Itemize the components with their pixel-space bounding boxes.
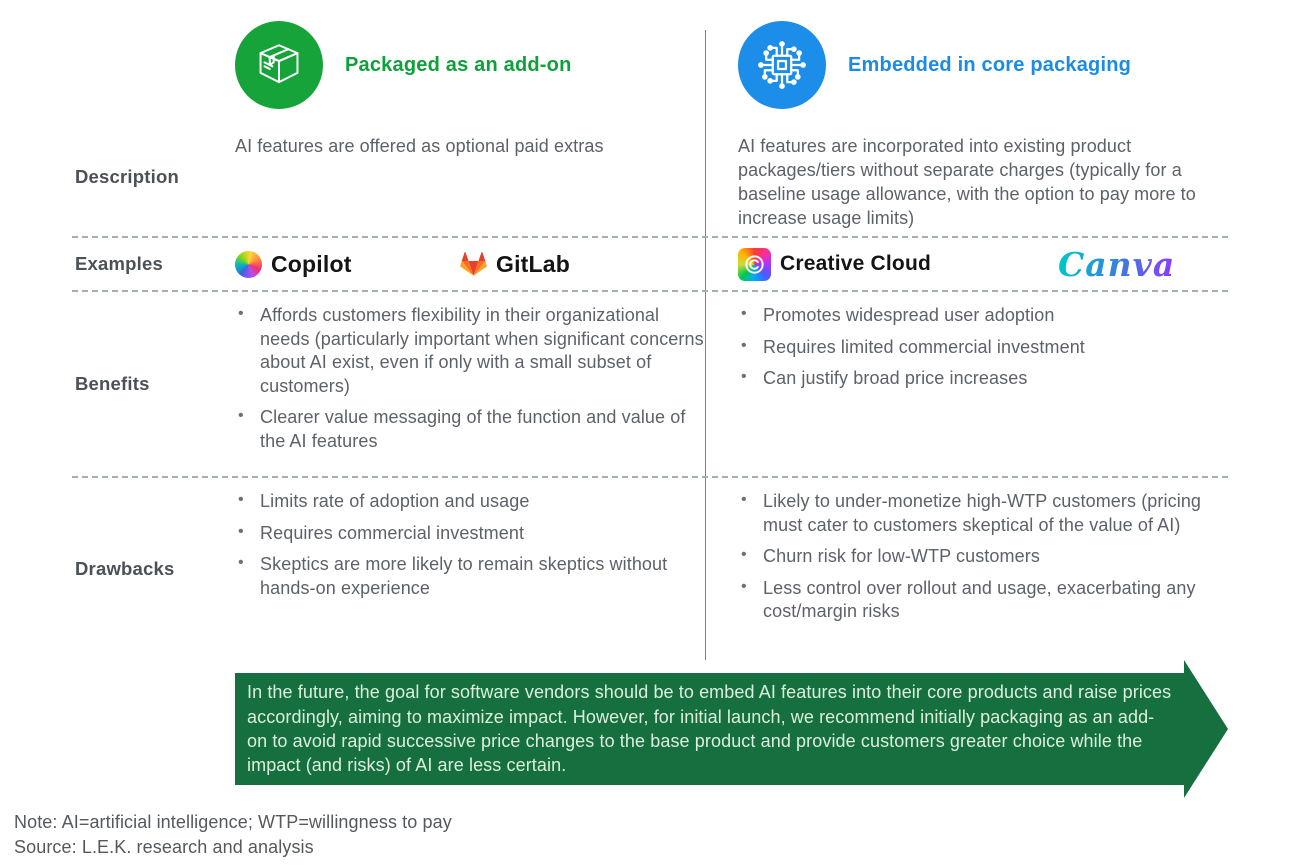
arrow-head [1184, 660, 1228, 798]
copilot-logo-icon [235, 250, 262, 278]
benefits-addon-list: Affords customers flexibility in their o… [235, 292, 705, 476]
comparison-table: Packaged as an add-on [72, 12, 1228, 660]
header-row: Packaged as an add-on [72, 12, 1228, 118]
row-label-benefits: Benefits [75, 373, 150, 394]
footnotes: Note: AI=artificial intelligence; WTP=wi… [14, 810, 452, 859]
note-line: Note: AI=artificial intelligence; WTP=wi… [14, 812, 452, 832]
bullet-item: Limits rate of adoption and usage [235, 490, 705, 514]
example-copilot: Copilot [235, 250, 460, 278]
bullet-item: Affords customers flexibility in their o… [235, 304, 705, 398]
chip-icon [738, 21, 826, 109]
row-label-drawbacks: Drawbacks [75, 558, 175, 579]
column-title-embedded: Embedded in core packaging [848, 53, 1132, 76]
creative-cloud-label: Creative Cloud [780, 252, 931, 275]
bullet-item: Skeptics are more likely to remain skept… [235, 553, 705, 600]
example-canva: Canva [1058, 245, 1175, 284]
bullet-item: Likely to under-monetize high-WTP custom… [738, 490, 1228, 537]
gitlab-label: GitLab [496, 250, 571, 277]
canva-wordmark: Canva [1058, 244, 1176, 284]
header-addon: Packaged as an add-on [235, 21, 705, 109]
source-line: Source: L.E.K. research and analysis [14, 836, 314, 857]
bullet-item: Requires limited commercial investment [738, 336, 1228, 360]
gitlab-logo-icon [460, 251, 487, 276]
arrow-body: In the future, the goal for software ven… [235, 673, 1185, 785]
benefits-row: Benefits Affords customers flexibility i… [72, 292, 1228, 478]
examples-embedded: Creative Cloud Canva [705, 238, 1228, 290]
bullet-item: Promotes widespread user adoption [738, 304, 1228, 328]
column-title-addon: Packaged as an add-on [345, 53, 572, 76]
bullet-item: Clearer value messaging of the function … [235, 406, 705, 453]
drawbacks-row: Drawbacks Limits rate of adoption and us… [72, 478, 1228, 660]
bullet-item: Can justify broad price increases [738, 367, 1228, 391]
row-label-examples: Examples [75, 253, 163, 274]
bullet-item: Requires commercial investment [235, 522, 705, 546]
recommendation-text: In the future, the goal for software ven… [247, 682, 1172, 776]
description-embedded: AI features are incorporated into existi… [738, 136, 1196, 228]
example-creative-cloud: Creative Cloud [738, 247, 1058, 281]
description-row: Description AI features are offered as o… [72, 118, 1228, 238]
column-divider [705, 30, 706, 660]
examples-addon: Copilot GitLab [235, 238, 705, 290]
example-gitlab: GitLab [460, 251, 570, 278]
examples-row: Examples Copilot GitLa [72, 238, 1228, 292]
drawbacks-addon-list: Limits rate of adoption and usageRequire… [235, 478, 705, 660]
header-embedded: Embedded in core packaging [705, 21, 1228, 109]
package-icon [235, 21, 323, 109]
drawbacks-embedded-list: Likely to under-monetize high-WTP custom… [705, 478, 1228, 660]
description-addon: AI features are offered as optional paid… [235, 136, 604, 156]
bullet-item: Churn risk for low-WTP customers [738, 545, 1228, 569]
row-label-description: Description [75, 166, 179, 187]
creative-cloud-logo-icon [738, 247, 771, 281]
copilot-label: Copilot [271, 250, 352, 277]
bullet-item: Less control over rollout and usage, exa… [738, 577, 1228, 624]
recommendation-arrow-banner: In the future, the goal for software ven… [235, 660, 1228, 798]
benefits-embedded-list: Promotes widespread user adoptionRequire… [705, 292, 1228, 476]
